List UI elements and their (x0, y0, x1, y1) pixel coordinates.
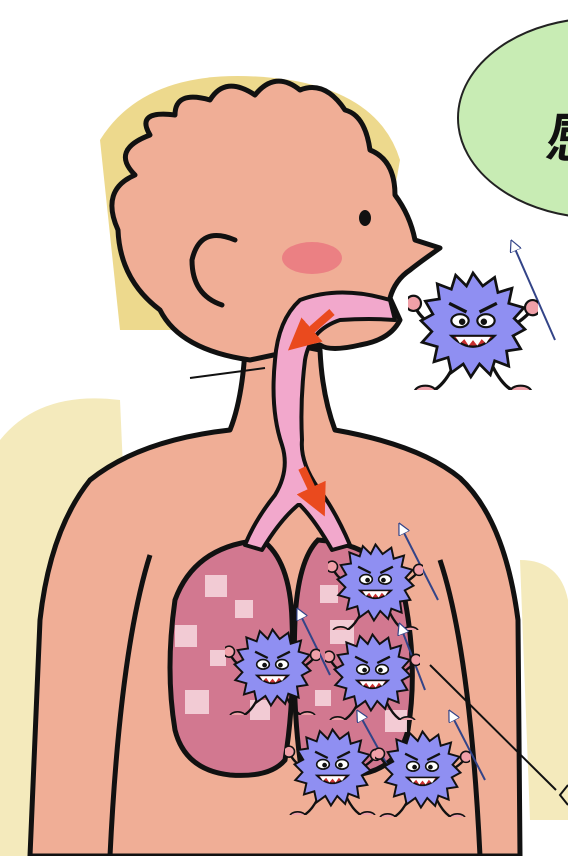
virus-icon (406, 242, 555, 399)
cheek (282, 242, 342, 274)
eye (359, 210, 371, 226)
